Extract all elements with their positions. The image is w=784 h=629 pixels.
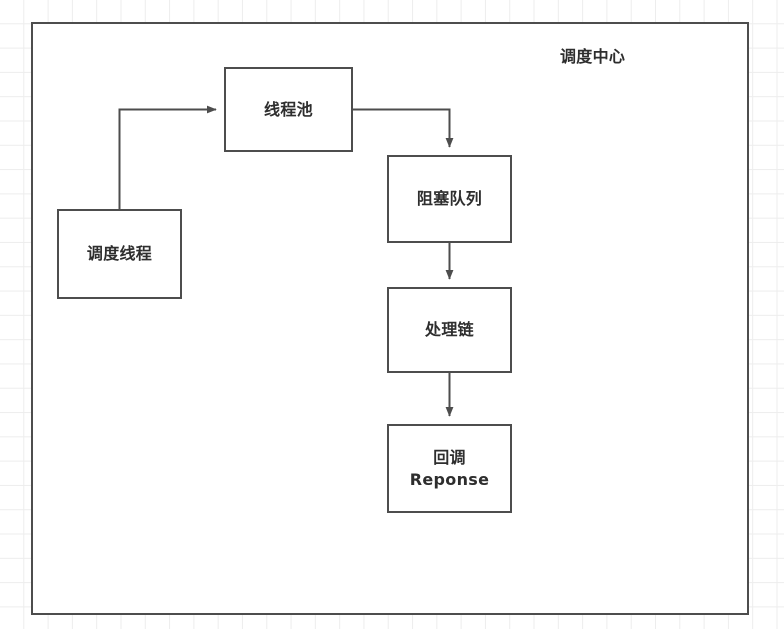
node-dispatch-thread-label: 调度线程 bbox=[86, 244, 153, 264]
node-dispatch-thread[interactable]: 调度线程 bbox=[57, 209, 182, 299]
node-blocking-queue[interactable]: 阻塞队列 bbox=[387, 155, 512, 243]
node-thread-pool[interactable]: 线程池 bbox=[224, 67, 353, 152]
node-blocking-queue-label: 阻塞队列 bbox=[416, 189, 483, 209]
node-handler-chain-label: 处理链 bbox=[425, 320, 474, 340]
node-handler-chain[interactable]: 处理链 bbox=[387, 287, 512, 373]
node-callback-response-label: 回调 Reponse bbox=[409, 447, 490, 489]
edge-dispatch-thread-to-thread-pool bbox=[118, 105, 217, 209]
edge-thread-pool-to-blocking-queue bbox=[353, 108, 454, 148]
node-callback-response[interactable]: 回调 Reponse bbox=[387, 424, 512, 513]
node-thread-pool-label: 线程池 bbox=[264, 99, 313, 119]
container-title: 调度中心 bbox=[560, 47, 626, 66]
